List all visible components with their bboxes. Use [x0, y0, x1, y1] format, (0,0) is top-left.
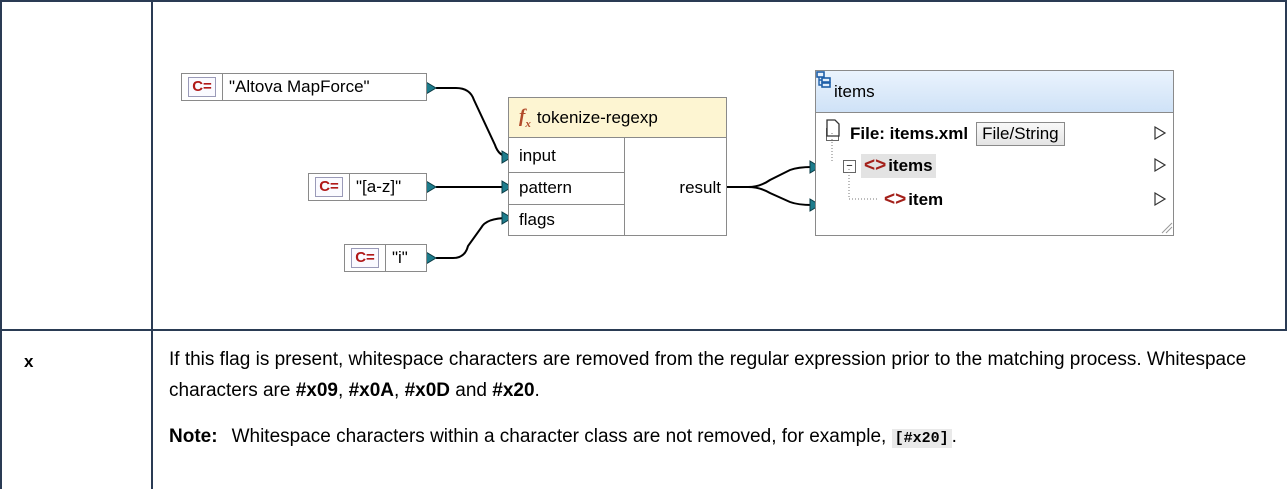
flag-name: x — [24, 352, 34, 371]
flag-note: Note:Whitespace characters within a char… — [169, 426, 957, 448]
grid-top — [0, 0, 1287, 2]
note-label: Note: — [169, 426, 218, 447]
function-output-port[interactable]: result — [679, 178, 721, 197]
constant-value: "Altova MapForce" — [229, 77, 370, 96]
constant-icon: C= — [345, 245, 386, 271]
in-port-arrow — [501, 150, 513, 164]
constant-icon: C= — [309, 174, 350, 200]
function-box[interactable]: fx tokenize-regexp input pattern flags r… — [508, 97, 727, 236]
out-port-arrow — [1154, 125, 1167, 141]
out-port-arrow — [1154, 191, 1167, 207]
divider — [509, 204, 624, 205]
connector-input — [436, 87, 511, 158]
file-label: File: items.xml — [850, 124, 969, 143]
constant-box[interactable]: C= "i" — [344, 244, 427, 272]
connector-flags — [436, 217, 509, 259]
tree-lines — [831, 125, 1173, 234]
constant-value: "i" — [392, 248, 408, 267]
out-port-arrow — [1154, 157, 1167, 173]
mapping-diagram: C= "Altova MapForce" C= "[a-z]" C= "i" f… — [181, 70, 1174, 272]
function-name: tokenize-regexp — [536, 107, 658, 127]
note-code: [#x20] — [891, 429, 952, 448]
grid-row-divider — [0, 329, 1287, 331]
constant-icon: C= — [182, 74, 223, 100]
element-icon: <> — [864, 155, 887, 176]
divider — [624, 138, 625, 236]
connector-result-items — [724, 166, 813, 188]
out-port-arrow — [425, 81, 437, 95]
in-port-arrow — [501, 180, 513, 194]
connector-result-item — [747, 186, 813, 206]
element-items: <>items — [861, 154, 936, 178]
grid-right — [1285, 0, 1287, 330]
function-input-port[interactable]: flags — [519, 210, 555, 229]
resize-grip — [1161, 222, 1173, 234]
function-input-port[interactable]: input — [519, 146, 556, 165]
constant-box[interactable]: C= "[a-z]" — [308, 173, 427, 201]
grid-col-divider — [151, 0, 153, 489]
target-title: items — [834, 81, 875, 101]
grid-left — [0, 0, 2, 489]
element-item: <>item — [884, 189, 944, 210]
out-port-arrow — [425, 180, 437, 194]
element-row-items[interactable]: − <>items — [843, 151, 936, 181]
out-port-arrow — [425, 251, 437, 265]
constant-box[interactable]: C= "Altova MapForce" — [181, 73, 427, 101]
function-input-port[interactable]: pattern — [519, 178, 572, 197]
flag-row: x If this flag is present, whitespace ch… — [0, 330, 1287, 489]
element-icon: <> — [884, 189, 907, 210]
divider — [509, 172, 624, 173]
constant-value: "[a-z]" — [356, 177, 402, 196]
function-icon: fx — [519, 105, 531, 130]
flag-description: If this flag is present, whitespace char… — [169, 349, 1247, 401]
in-port-arrow — [501, 211, 513, 225]
target-header: items — [816, 71, 1173, 113]
file-string-button[interactable]: File/String — [976, 122, 1065, 146]
function-header: fx tokenize-regexp — [509, 98, 726, 138]
file-row: − File: items.xml File/String — [826, 119, 1065, 149]
element-row-item[interactable]: <>item — [884, 185, 943, 215]
target-component[interactable]: items − File: items.xml File/String − <>… — [815, 70, 1174, 236]
